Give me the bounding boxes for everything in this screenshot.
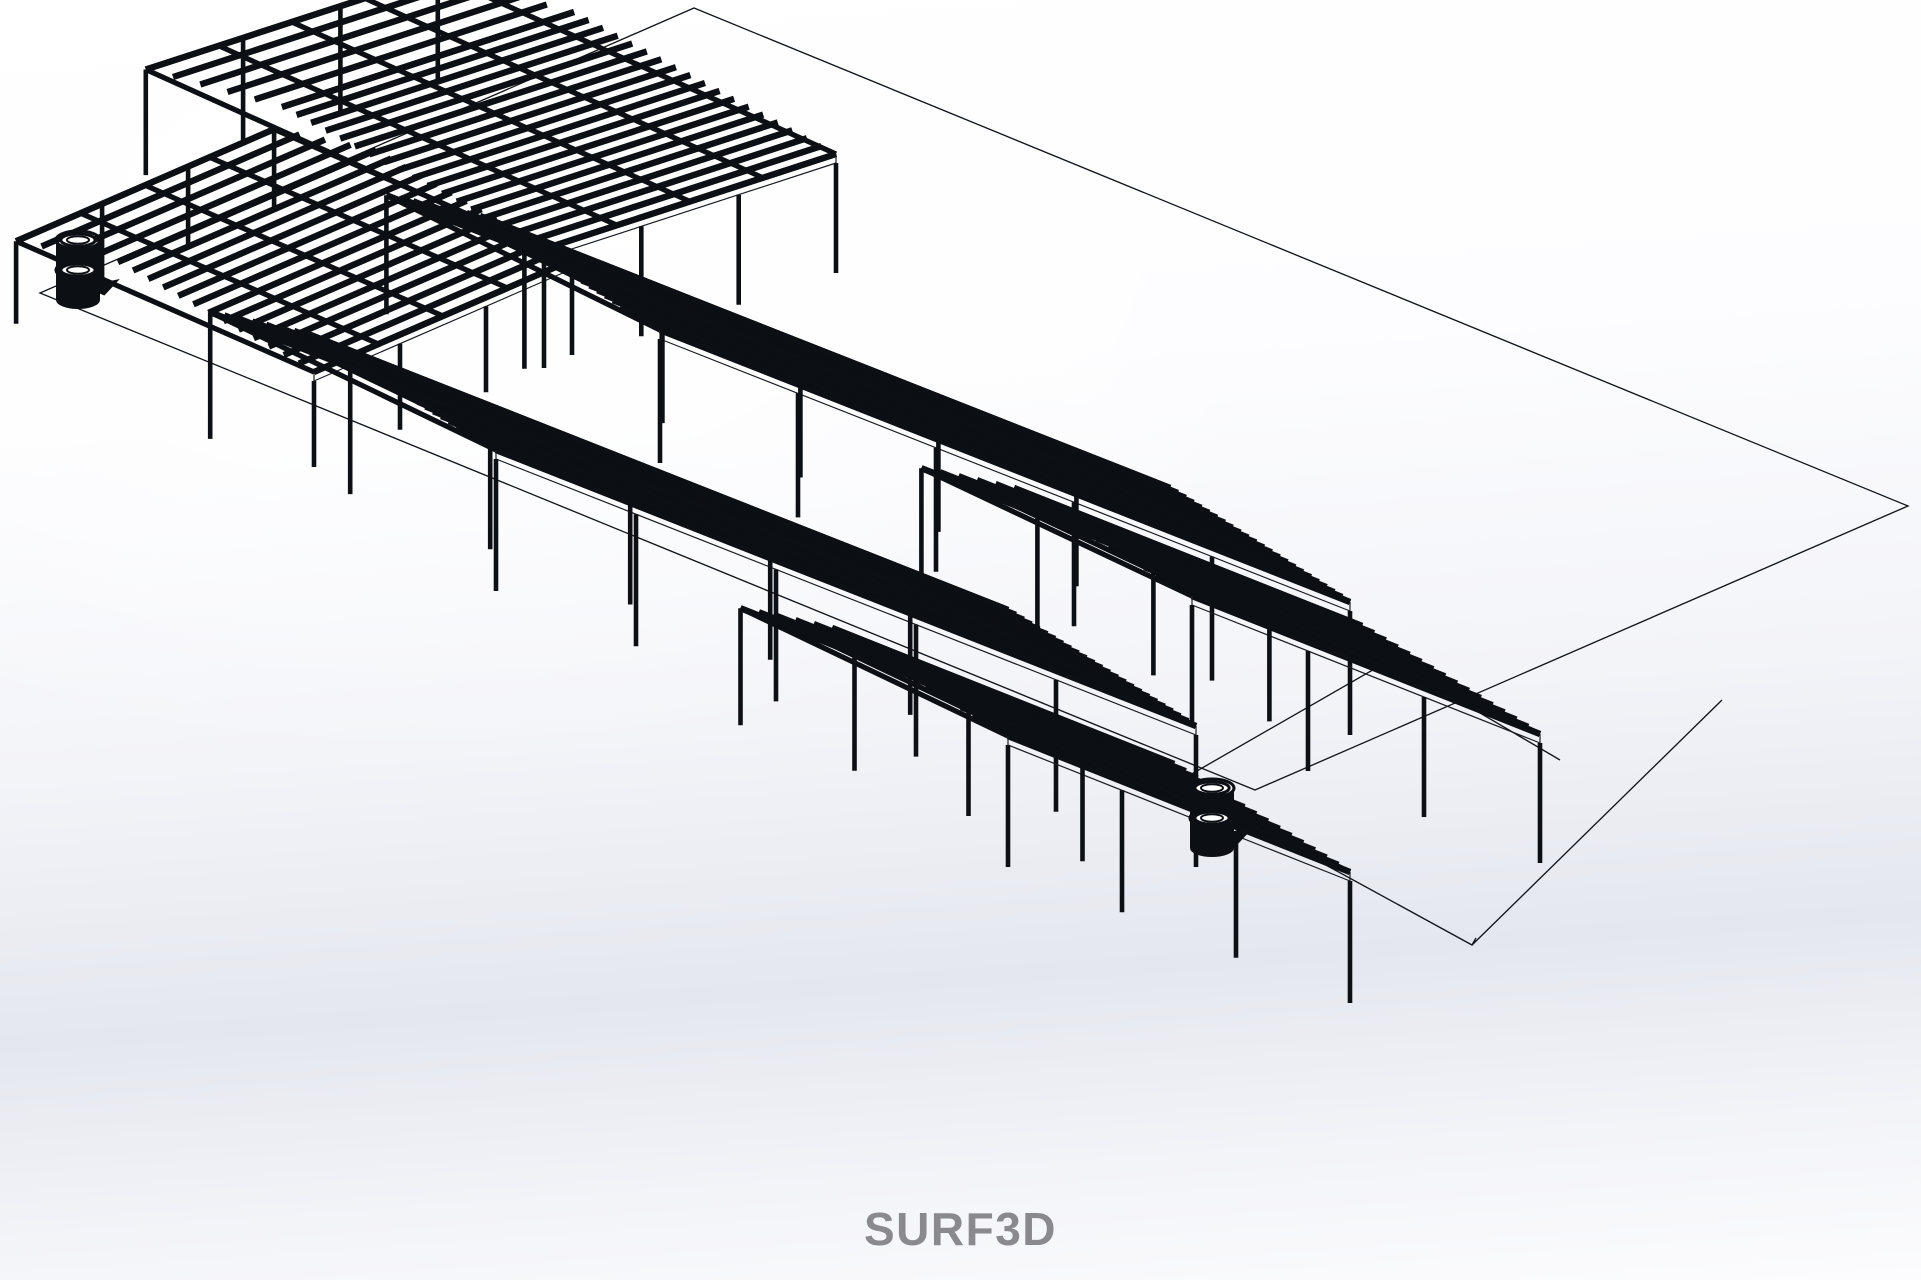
eave-beam-back bbox=[14, 126, 276, 244]
drum-shadow-wedge bbox=[82, 279, 120, 296]
purlin-front bbox=[267, 231, 529, 350]
eave-beam-back bbox=[739, 605, 1084, 747]
purlin-front bbox=[455, 103, 750, 205]
purlin-back bbox=[226, 0, 521, 96]
drum-stack-left bbox=[54, 229, 120, 309]
canopy-group bbox=[13, 0, 1543, 1003]
purlin-front bbox=[282, 240, 544, 359]
purlin-front bbox=[192, 189, 453, 308]
purlin-front bbox=[131, 155, 393, 274]
rafter bbox=[739, 605, 1010, 739]
canopy-center-long bbox=[384, 192, 1353, 735]
rafter bbox=[792, 539, 1081, 683]
canopy-right-upper bbox=[919, 465, 1543, 863]
drum-inner-rim bbox=[66, 265, 90, 275]
canopy-top-mid bbox=[143, 0, 839, 368]
rafter bbox=[1094, 534, 1368, 668]
rafter bbox=[217, 43, 619, 228]
ridge-beam bbox=[1012, 485, 1364, 629]
purlin-back bbox=[65, 136, 327, 255]
purlin-front bbox=[499, 127, 794, 229]
purlin-front bbox=[382, 64, 677, 166]
eave-beam-back bbox=[209, 309, 912, 591]
rafter bbox=[500, 238, 777, 378]
ridge-beam bbox=[306, 331, 1010, 613]
site-slab-outline bbox=[38, 7, 1910, 791]
ridge-beam bbox=[830, 625, 1176, 767]
rafter bbox=[920, 465, 1194, 599]
fascia-front bbox=[543, 162, 837, 259]
canopy-right-lower bbox=[738, 605, 1353, 1003]
rafter bbox=[363, 0, 765, 181]
purlin-front bbox=[207, 197, 468, 316]
rafter bbox=[1007, 500, 1281, 633]
drum-body bbox=[56, 270, 100, 309]
rafter bbox=[290, 19, 692, 204]
rafter bbox=[144, 182, 445, 319]
drum-body bbox=[1190, 818, 1234, 857]
rafter bbox=[960, 419, 1237, 560]
fascia-front bbox=[495, 458, 1197, 736]
eave-beam-back bbox=[385, 192, 1078, 470]
purlin-front bbox=[252, 223, 513, 342]
ridge-beam bbox=[281, 9, 575, 110]
drum-stack-right bbox=[1188, 777, 1254, 857]
purlin-front bbox=[222, 206, 483, 325]
rafter bbox=[1181, 569, 1455, 702]
purlin-front bbox=[426, 87, 721, 189]
drum-shadow-wedge bbox=[1216, 827, 1254, 844]
purlin-front bbox=[368, 56, 663, 158]
eave-beam-front bbox=[1190, 593, 1542, 737]
rafter bbox=[824, 639, 1095, 773]
rafter bbox=[615, 283, 892, 424]
fascia-front bbox=[1191, 604, 1541, 744]
purlin-front bbox=[412, 79, 706, 182]
rafter bbox=[910, 673, 1181, 807]
purlin-front bbox=[470, 111, 765, 213]
rafter bbox=[559, 447, 848, 591]
eave-beam-front bbox=[543, 151, 837, 252]
canopy-lower-long bbox=[207, 309, 1199, 867]
drum-inner-rim bbox=[66, 235, 90, 245]
purlin-front bbox=[295, 16, 590, 118]
drum-inner-rim bbox=[1200, 813, 1224, 823]
fascia-front bbox=[659, 338, 1351, 612]
fascia-front bbox=[1007, 744, 1351, 882]
purlin-back bbox=[199, 0, 471, 88]
drum-outer-rim bbox=[1188, 807, 1236, 829]
site-notch-corner bbox=[1471, 937, 1477, 946]
eave-beam-front bbox=[494, 447, 1198, 729]
rafter bbox=[79, 210, 380, 347]
ridge-beam bbox=[116, 147, 378, 265]
rafter bbox=[488, 0, 838, 157]
rafter bbox=[209, 309, 498, 453]
rafter bbox=[442, 401, 731, 545]
purlin-back bbox=[40, 131, 301, 250]
rafter bbox=[1075, 464, 1352, 605]
drum-outer-rim bbox=[54, 229, 102, 251]
drum-outer-rim bbox=[1188, 777, 1236, 799]
canopy-top-left bbox=[13, 126, 575, 467]
purlin-front bbox=[237, 214, 498, 333]
eave-beam-back bbox=[920, 465, 1271, 609]
eave-beam-front bbox=[658, 327, 1352, 605]
drum-group bbox=[54, 229, 1254, 857]
purlin-back bbox=[172, 0, 421, 81]
eave-beam-back bbox=[144, 0, 370, 73]
rafter bbox=[1268, 603, 1542, 737]
purlin-front bbox=[441, 95, 736, 197]
rafter bbox=[730, 328, 1007, 469]
rafter bbox=[325, 355, 614, 499]
rafter bbox=[909, 585, 1198, 729]
drum-inner-rim bbox=[1200, 783, 1224, 793]
rafter bbox=[675, 493, 964, 637]
drum-outer-rim bbox=[54, 259, 102, 281]
rafter bbox=[208, 154, 509, 291]
purlin-front bbox=[397, 72, 692, 174]
eave-beam-front bbox=[1006, 733, 1352, 875]
ridge-beam bbox=[478, 213, 1172, 491]
purlin-front bbox=[484, 119, 779, 221]
